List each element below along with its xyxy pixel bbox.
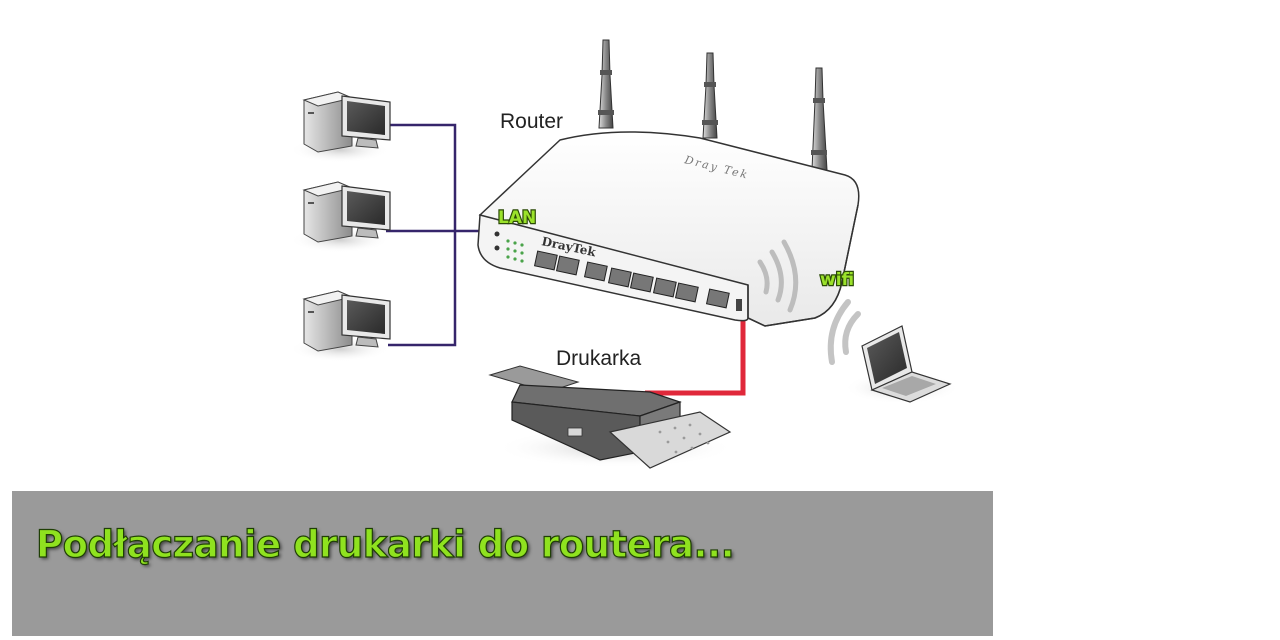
desktop-computer-icon	[290, 181, 391, 253]
wifi-signal-icon	[827, 299, 861, 365]
antenna-icon	[598, 39, 614, 129]
router-label: Router	[500, 110, 563, 133]
caption-text: Podłączanie drukarki do routera...	[35, 522, 735, 566]
caption-bar: Podłączanie drukarki do routera...	[12, 491, 993, 636]
desktop-computer-icon	[290, 91, 391, 163]
lan-cable-pc1	[388, 123, 457, 347]
antenna-icon	[702, 52, 718, 139]
desktop-computer-icon	[290, 290, 391, 362]
laptop-icon	[844, 325, 960, 404]
printer-label: Drukarka	[556, 347, 642, 370]
printer-icon	[488, 365, 735, 469]
wifi-label: wifi	[820, 270, 854, 290]
lan-label: LAN	[498, 208, 536, 228]
printer-cable	[645, 318, 746, 396]
ethernet-port-icon	[533, 250, 730, 309]
wifi-signal-icon	[757, 239, 799, 313]
router-icon: Dray Tek DrayTek	[477, 131, 860, 327]
antenna-icon	[811, 67, 828, 171]
